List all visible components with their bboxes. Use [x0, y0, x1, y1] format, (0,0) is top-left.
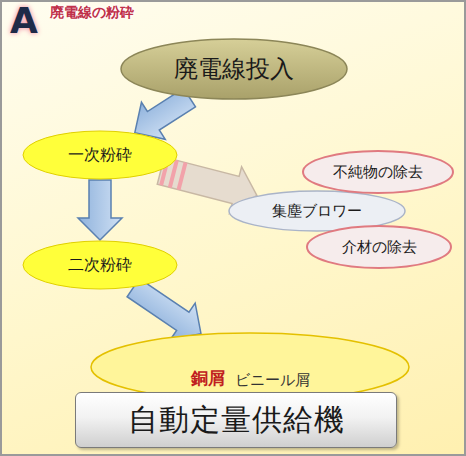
- node-text: 不純物の除去: [333, 163, 423, 182]
- node-text: 銅屑: [191, 367, 225, 390]
- node-text: 自動定量供給機: [128, 400, 345, 441]
- section-letter: A: [10, 0, 38, 41]
- removal-ellipse: 不純物の除去: [302, 150, 454, 194]
- process-ellipse: 二次粉砕: [22, 240, 178, 290]
- process-ellipse: 一次粉砕: [22, 130, 178, 180]
- diagram-title: 廃電線の粉砕: [50, 4, 134, 22]
- arrow-body: [78, 180, 122, 240]
- input-ellipse: 廃電線投入: [120, 38, 348, 100]
- feeder-box: 自動定量供給機: [75, 392, 397, 448]
- node-text: 集塵ブロワー: [272, 202, 362, 221]
- node-text: ビニール屑: [235, 371, 310, 390]
- node-text: 一次粉砕: [68, 145, 132, 166]
- arrow-stripe: [177, 162, 188, 190]
- block-arrow: [78, 180, 122, 240]
- removal-ellipse: 介材の除去: [306, 225, 452, 269]
- node-text: 廃電線投入: [174, 53, 294, 85]
- node-text: 介材の除去: [342, 238, 417, 257]
- node-text: 二次粉砕: [68, 255, 132, 276]
